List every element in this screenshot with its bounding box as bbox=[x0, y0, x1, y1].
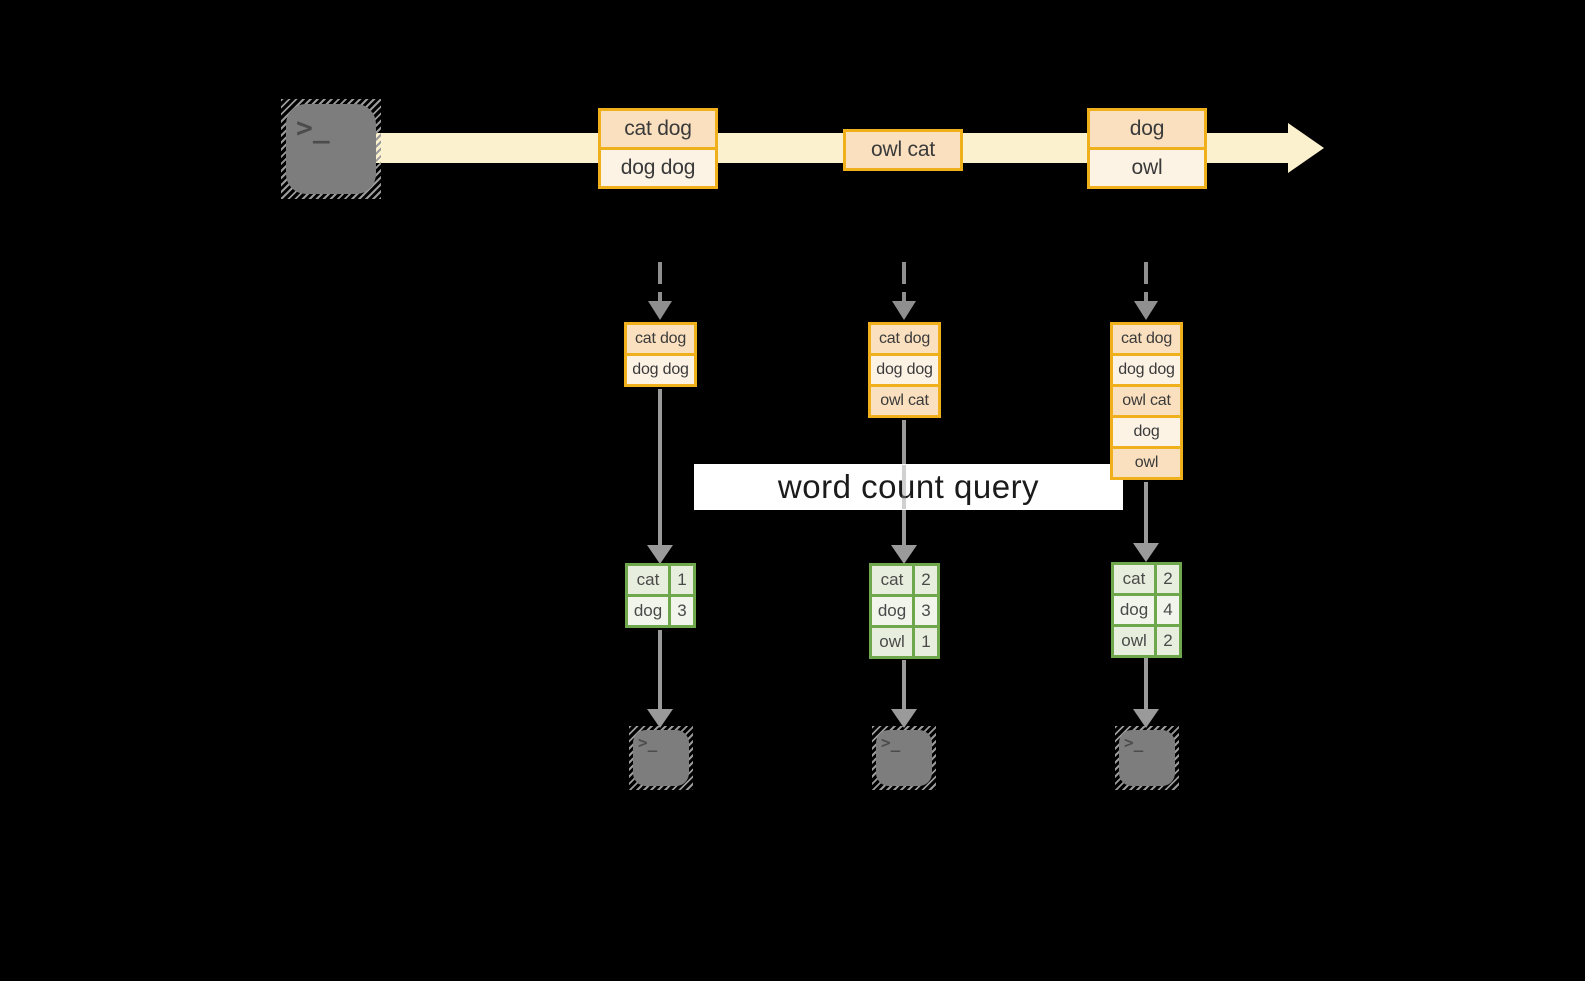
word-cell: dog bbox=[628, 597, 668, 625]
table-row: cat 2 bbox=[872, 566, 937, 594]
terminal-body bbox=[1119, 730, 1175, 786]
state-record: cat dog bbox=[627, 325, 694, 353]
state-record: cat dog bbox=[1113, 325, 1180, 353]
word-cell: dog bbox=[1114, 596, 1154, 624]
state-buffer-3: cat dog dog dog owl cat dog owl bbox=[1110, 322, 1183, 480]
state-record: cat dog bbox=[871, 325, 938, 353]
state-buffer-2: cat dog dog dog owl cat bbox=[868, 322, 941, 418]
table-row: cat 1 bbox=[628, 566, 693, 594]
terminal-body bbox=[286, 104, 376, 194]
count-cell: 2 bbox=[915, 566, 937, 594]
terminal-body bbox=[633, 730, 689, 786]
query-arrow-line bbox=[658, 389, 662, 546]
word-cell: cat bbox=[1114, 565, 1154, 593]
terminal-prompt-glyph: >_ bbox=[638, 733, 658, 752]
result-arrow-head bbox=[891, 709, 917, 728]
word-cell: cat bbox=[872, 566, 912, 594]
stream-batch-2: owl cat bbox=[843, 129, 963, 171]
stream-source-terminal-icon: >_ bbox=[281, 99, 381, 199]
sink-terminal-icon: >_ bbox=[872, 726, 936, 790]
state-record: owl cat bbox=[871, 387, 938, 415]
result-arrow-head bbox=[1133, 709, 1159, 728]
table-row: dog 3 bbox=[872, 597, 937, 625]
table-row: dog 3 bbox=[628, 597, 693, 625]
count-cell: 2 bbox=[1157, 627, 1179, 655]
stream-record: dog bbox=[1090, 111, 1204, 147]
ingest-arrow-head bbox=[1134, 301, 1158, 320]
terminal-prompt-glyph: >_ bbox=[296, 111, 330, 144]
result-arrow-line bbox=[1144, 658, 1148, 710]
query-arrow-head bbox=[647, 545, 673, 564]
stream-batch-1: cat dog dog dog bbox=[598, 108, 718, 189]
arrow-through-label bbox=[902, 465, 906, 509]
word-cell: dog bbox=[872, 597, 912, 625]
stream-record: cat dog bbox=[601, 111, 715, 147]
query-arrow-line bbox=[1144, 482, 1148, 544]
table-row: owl 2 bbox=[1114, 627, 1179, 655]
terminal-body bbox=[876, 730, 932, 786]
state-record: dog dog bbox=[1113, 356, 1180, 384]
word-cell: cat bbox=[628, 566, 668, 594]
query-arrow-head bbox=[1133, 543, 1159, 562]
stream-record: owl bbox=[1090, 150, 1204, 186]
state-record: owl bbox=[1113, 449, 1180, 477]
stream-record: dog dog bbox=[601, 150, 715, 186]
word-cell: owl bbox=[1114, 627, 1154, 655]
terminal-prompt-glyph: >_ bbox=[881, 733, 901, 752]
ingest-arrow-line bbox=[902, 262, 906, 302]
terminal-prompt-glyph: >_ bbox=[1124, 733, 1144, 752]
count-cell: 1 bbox=[671, 566, 693, 594]
ingest-arrow-line bbox=[1144, 262, 1148, 302]
count-table-2: cat 2 dog 3 owl 1 bbox=[869, 563, 940, 659]
ingest-arrow-head bbox=[648, 301, 672, 320]
count-table-1: cat 1 dog 3 bbox=[625, 563, 696, 628]
state-record: owl cat bbox=[1113, 387, 1180, 415]
ingest-arrow-line bbox=[658, 262, 662, 302]
table-row: owl 1 bbox=[872, 628, 937, 656]
table-row: dog 4 bbox=[1114, 596, 1179, 624]
count-cell: 3 bbox=[671, 597, 693, 625]
query-label: word count query bbox=[694, 464, 1123, 510]
state-record: dog bbox=[1113, 418, 1180, 446]
result-arrow-line bbox=[658, 630, 662, 710]
count-table-3: cat 2 dog 4 owl 2 bbox=[1111, 562, 1182, 658]
stream-batch-3: dog owl bbox=[1087, 108, 1207, 189]
query-arrow-head bbox=[891, 545, 917, 564]
count-cell: 2 bbox=[1157, 565, 1179, 593]
ingest-arrow-head bbox=[892, 301, 916, 320]
state-record: dog dog bbox=[627, 356, 694, 384]
stream-arrow-head bbox=[1288, 123, 1324, 173]
stream-record: owl cat bbox=[846, 132, 960, 168]
count-cell: 3 bbox=[915, 597, 937, 625]
count-cell: 4 bbox=[1157, 596, 1179, 624]
table-row: cat 2 bbox=[1114, 565, 1179, 593]
sink-terminal-icon: >_ bbox=[629, 726, 693, 790]
word-cell: owl bbox=[872, 628, 912, 656]
result-arrow-line bbox=[902, 660, 906, 710]
result-arrow-head bbox=[647, 709, 673, 728]
sink-terminal-icon: >_ bbox=[1115, 726, 1179, 790]
state-buffer-1: cat dog dog dog bbox=[624, 322, 697, 387]
state-record: dog dog bbox=[871, 356, 938, 384]
count-cell: 1 bbox=[915, 628, 937, 656]
